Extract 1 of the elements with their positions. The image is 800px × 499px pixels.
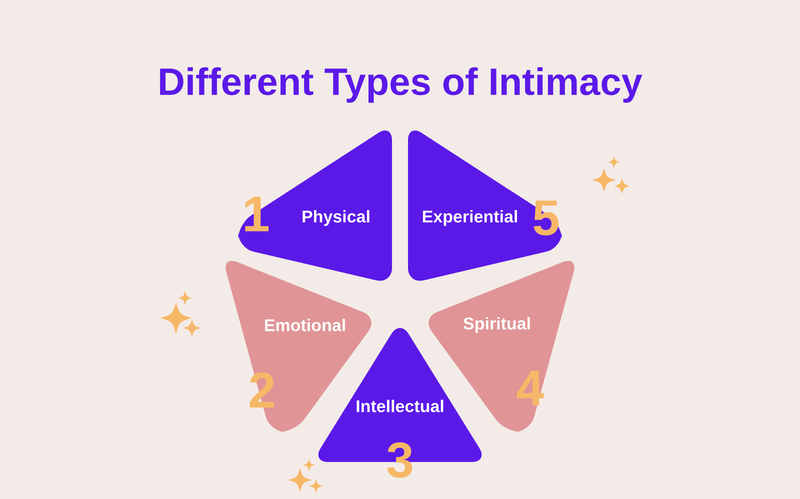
title: Different Types of Intimacy (160, 67, 642, 103)
